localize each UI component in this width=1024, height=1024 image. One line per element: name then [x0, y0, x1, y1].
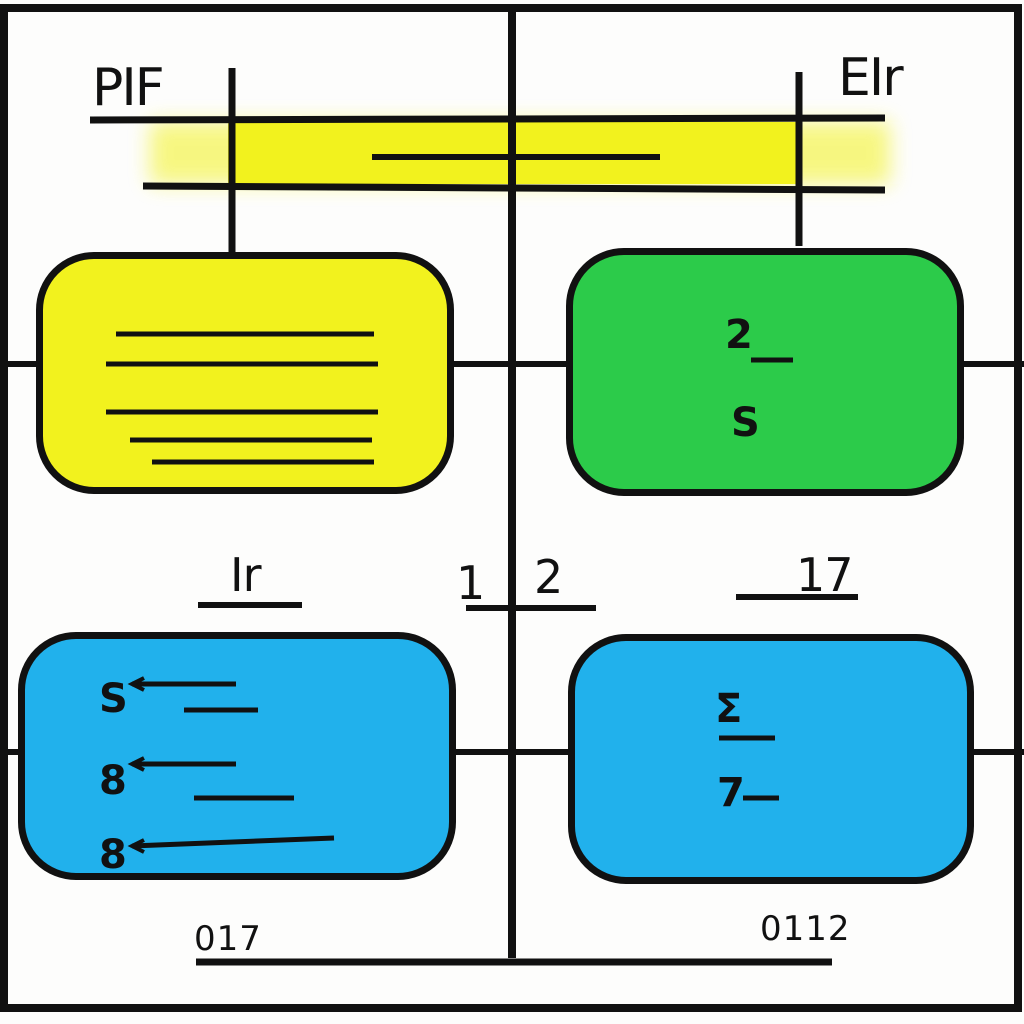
blue-box-right-item-2: 7: [717, 770, 745, 816]
blue-box-right-item-2-dash: [743, 795, 779, 801]
yellow-box: [36, 252, 454, 494]
top-left-label: PIF: [92, 58, 165, 118]
text-lines: [106, 331, 378, 465]
blue-box-right-item-1: Σ: [715, 686, 743, 732]
outer-frame: [0, 4, 1022, 1012]
bus-top-line: [89, 114, 886, 124]
bottom-left-label: 017: [194, 919, 262, 959]
blue-box-left: S 8 8: [18, 632, 456, 880]
mid-center-left-label: 1: [456, 556, 485, 610]
green-box-item-2: S: [731, 400, 760, 446]
blue-box-left-item-2: 8: [99, 758, 127, 804]
green-box: 2 S: [566, 248, 964, 496]
blue-box-right: Σ 7: [568, 634, 974, 884]
green-box-item-1: 2: [725, 312, 753, 358]
mid-center-right-label: 2: [534, 550, 563, 604]
bus-bottom-line: [142, 182, 886, 194]
top-right-label: EIr: [838, 48, 904, 108]
bottom-right-label: 0112: [760, 909, 851, 949]
blue-box-left-item-3: 8: [99, 832, 127, 878]
blue-box-left-lines: [127, 676, 335, 854]
green-box-item-1-dash: [751, 357, 793, 363]
blue-box-right-item-1-dash: [719, 735, 775, 741]
mid-right-label: 17: [796, 548, 854, 602]
blue-box-left-item-1: S: [99, 676, 128, 722]
mid-left-label: Ir: [230, 548, 262, 602]
